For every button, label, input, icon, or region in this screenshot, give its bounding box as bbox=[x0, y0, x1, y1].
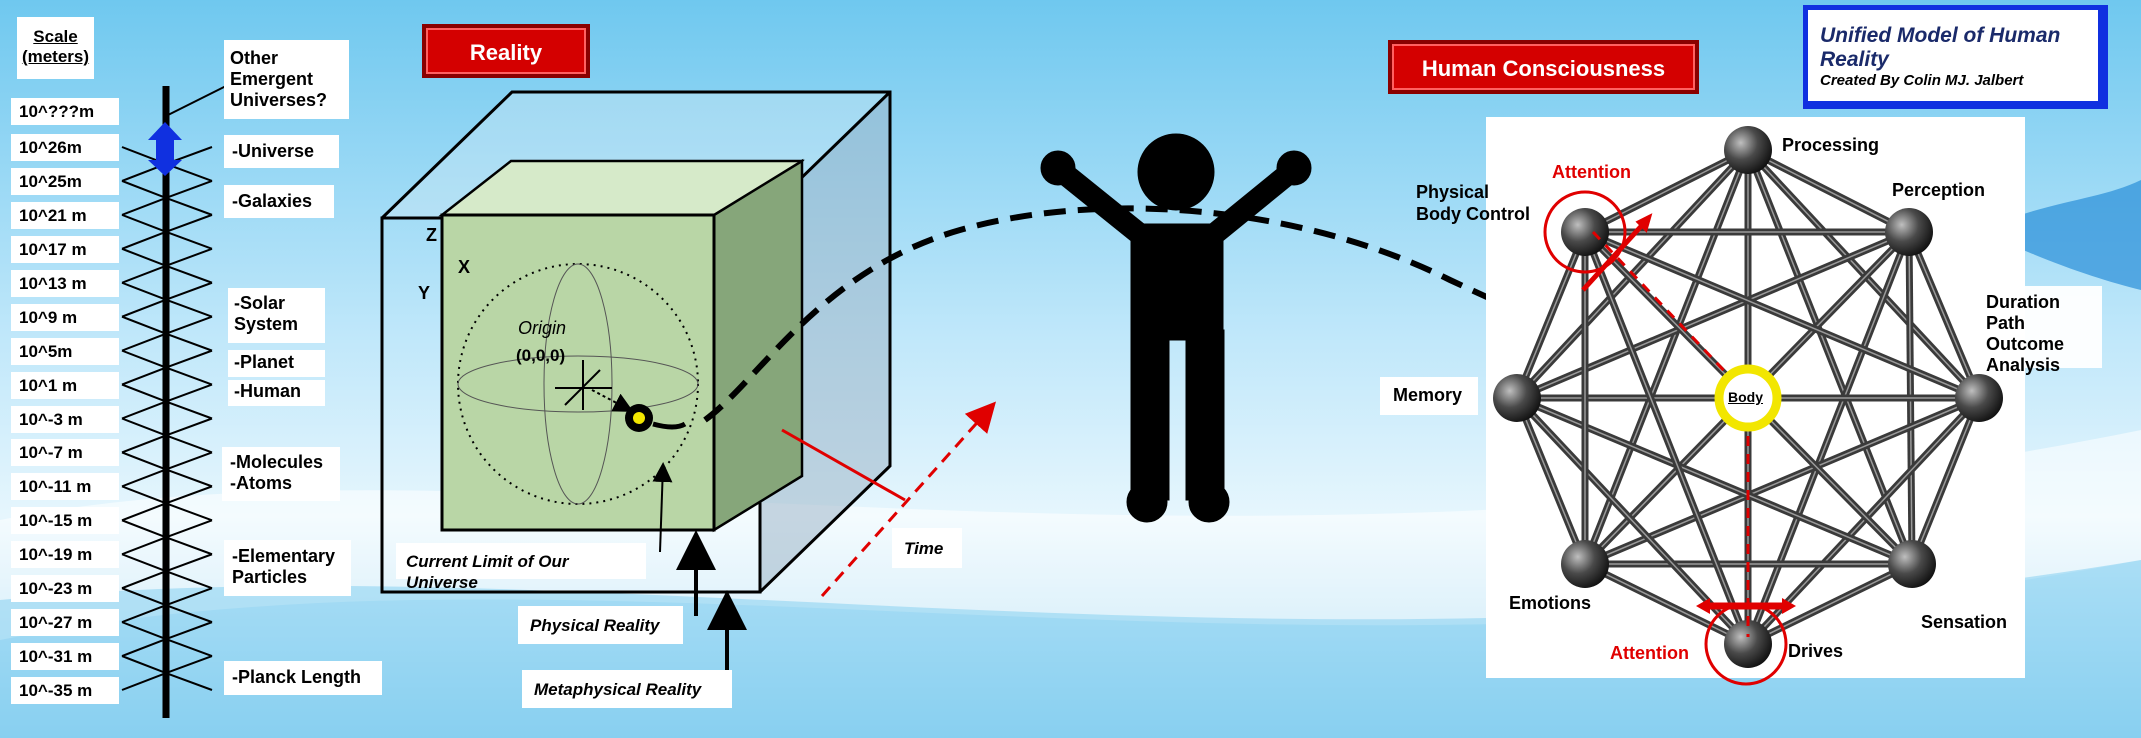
network-node-emotions bbox=[1561, 540, 1609, 588]
node-label-drives: Drives bbox=[1788, 641, 1844, 661]
network-edge-highlight bbox=[1911, 397, 1980, 565]
node-label-physical-body-control: Physical Body Control bbox=[1416, 182, 1530, 224]
network-node-processing bbox=[1724, 126, 1772, 174]
scale-tick-label: 10^9 m bbox=[11, 303, 119, 331]
scale-tick-label: 10^-35 m bbox=[11, 677, 119, 704]
axis-y-label: Y bbox=[418, 283, 431, 303]
network-edge-highlight bbox=[1747, 149, 1910, 233]
node-label-duration-path: Duration Path Outcome Analysis bbox=[1978, 286, 2102, 375]
scale-tick-label: 10^1 m bbox=[11, 371, 119, 399]
scale-tick-label: 10^-19 m bbox=[11, 541, 119, 569]
human-figure-icon bbox=[1040, 133, 1312, 523]
axis-z-label: Z bbox=[426, 225, 437, 245]
scale-tick-label: 10^-23 m bbox=[11, 575, 119, 603]
label-planck-length: -Planck Length bbox=[224, 661, 382, 695]
attention-label-top: Attention bbox=[1552, 162, 1631, 182]
current-limit-label: Current Limit of Our Universe bbox=[396, 543, 646, 592]
physical-cube bbox=[438, 158, 805, 553]
scale-ladder bbox=[121, 83, 231, 718]
network-edge-highlight bbox=[1584, 231, 1749, 645]
network-edge-highlight bbox=[1516, 231, 1586, 399]
network-edge-highlight bbox=[1908, 231, 1980, 399]
time-label: Time bbox=[892, 528, 962, 568]
model-title-box: Unified Model of Human Reality Created B… bbox=[1803, 5, 2108, 109]
attention-label-bottom: Attention bbox=[1610, 643, 1689, 663]
label-universe: -Universe bbox=[224, 135, 339, 168]
label-human: -Human bbox=[228, 380, 325, 406]
node-label-emotions: Emotions bbox=[1509, 593, 1592, 613]
scale-tick-label: 10^-11 m bbox=[11, 473, 119, 501]
label-planet: -Planet bbox=[228, 350, 325, 377]
network-node-physical-body-control bbox=[1561, 208, 1609, 256]
physical-reality-label: Physical Reality bbox=[518, 606, 683, 644]
node-label-processing: Processing bbox=[1782, 135, 1880, 155]
network-edge-highlight bbox=[1584, 231, 1980, 399]
network-node-memory bbox=[1493, 374, 1541, 422]
attention-circle-top bbox=[1543, 190, 1627, 274]
node-label-body: Body bbox=[1728, 389, 1763, 405]
scale-tick-label: 10^-15 m bbox=[11, 507, 119, 535]
network-node-sensation bbox=[1888, 540, 1936, 588]
network-edge-highlight bbox=[1584, 563, 1749, 645]
label-galaxies: -Galaxies bbox=[224, 185, 334, 218]
scale-header: Scale (meters) bbox=[17, 17, 94, 79]
scale-tick-label: 10^-31 m bbox=[11, 643, 119, 671]
network-node-drives bbox=[1724, 620, 1772, 668]
network-edge-highlight bbox=[1584, 149, 1749, 233]
node-label-memory: Memory bbox=[1380, 377, 1478, 415]
label-elementary-particles: -Elementary Particles bbox=[224, 540, 351, 596]
scale-tick-label: 10^5m bbox=[11, 337, 119, 365]
scale-tick-label: 10^-3 m bbox=[11, 405, 119, 433]
scale-tick-label: 10^17 m bbox=[11, 235, 119, 263]
scale-tick-label: 10^21 m bbox=[11, 201, 119, 229]
network-edge-highlight bbox=[1747, 563, 1913, 645]
model-title: Unified Model of Human Reality bbox=[1820, 24, 2061, 71]
scale-range-arrow bbox=[148, 122, 182, 176]
network-edge-highlight bbox=[1747, 231, 1910, 645]
consciousness-title: Human Consciousness bbox=[1388, 40, 1699, 94]
node-label-sensation: Sensation bbox=[1921, 612, 2008, 632]
origin-label: Origin bbox=[518, 318, 567, 338]
network-nodes bbox=[1493, 126, 2003, 668]
scale-top-tick: 10^???m bbox=[11, 98, 119, 125]
body-node bbox=[1714, 364, 1782, 432]
network-node-perception bbox=[1885, 208, 1933, 256]
scale-tick-label: 10^13 m bbox=[11, 269, 119, 297]
label-other-universes: Other Emergent Universes? bbox=[224, 40, 349, 119]
scale-tick-label: 10^-7 m bbox=[11, 439, 119, 467]
origin-coords: (0,0,0) bbox=[516, 346, 566, 365]
label-solar-system: -Solar System bbox=[228, 288, 325, 343]
network-node-duration bbox=[1955, 374, 2003, 422]
network-edge-highlight bbox=[1516, 397, 1586, 565]
scale-tick-label: 10^25m bbox=[11, 167, 119, 195]
scale-tick-label: 10^26m bbox=[11, 134, 119, 161]
reality-title: Reality bbox=[422, 24, 590, 78]
scale-tick-label: 10^-27 m bbox=[11, 609, 119, 637]
metaphysical-reality-label: Metaphysical Reality bbox=[522, 670, 732, 708]
axis-x-label: X bbox=[458, 257, 471, 277]
model-credit: Created By Colin MJ. Jalbert bbox=[1820, 72, 2024, 89]
label-molecules-atoms: -Molecules -Atoms bbox=[222, 447, 340, 501]
node-label-perception: Perception bbox=[1892, 180, 1986, 200]
